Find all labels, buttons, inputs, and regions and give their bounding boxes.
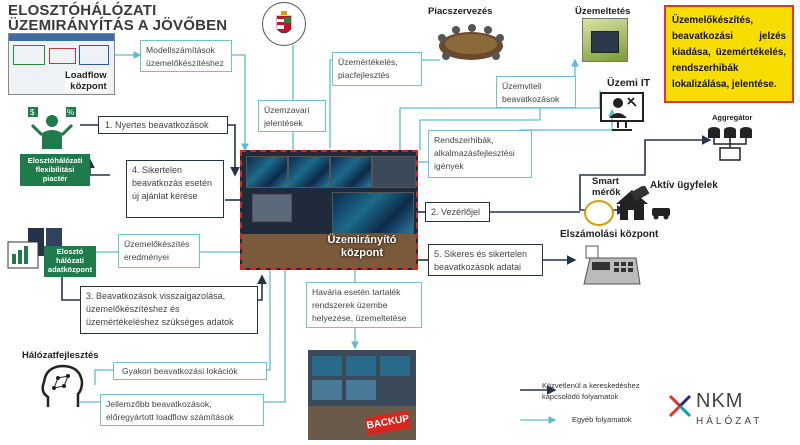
nkm-logo-icon: [668, 394, 692, 418]
operation-label: Üzemeltetés: [575, 6, 631, 17]
network-dev-label: Hálózatfejlesztés: [22, 350, 99, 361]
flex-market-icon: $ %: [18, 105, 88, 153]
svg-text:%: %: [67, 108, 74, 117]
box-fault-report: Üzemzavari jelentések: [258, 100, 326, 132]
aggregator-label: Aggregátor: [712, 113, 753, 122]
title-line1: ELOSZTÓHÁLÓZATI: [8, 2, 157, 19]
control-center: Üzemirányító központ: [240, 150, 418, 270]
cash-register-icon: [578, 244, 644, 288]
datacenter-image: [6, 228, 86, 278]
smart-meter-icon: [584, 200, 614, 226]
loadflow-screen-image: [8, 33, 115, 95]
house-solar-icon: [612, 184, 674, 222]
nkm-logo-top: NKM: [696, 390, 744, 412]
legend-dark: Közvetlenül a kereskedéshez kapcsolódó f…: [542, 381, 640, 401]
it-monitor-icon: [598, 90, 646, 134]
title-line2: ÜZEMIRÁNYÍTÁS A JÖVŐBEN: [8, 17, 228, 34]
box-success-data: 5. Sikeres és sikertelen beavatkozások a…: [428, 244, 543, 276]
uzemi-it-label: Üzemi IT: [607, 77, 651, 89]
market-label: Piacszervezés: [428, 6, 493, 17]
flex-market-label: Elosztóhálózati flexibilitási piactér: [20, 154, 90, 186]
aggregator-icon: [700, 120, 760, 166]
box-typical-actions: Jellemzőbb beavatkozások, előregyártott …: [100, 394, 264, 426]
datacenter-label: Elosztó hálózati adatközpont: [44, 246, 96, 277]
legend-light: Egyéb folyamatok: [572, 415, 632, 424]
box-havaria: Havária esetén tartalék rendszerek üzemb…: [306, 282, 422, 328]
billing-label: Elszámolási központ: [560, 229, 659, 240]
meeting-table-image: [432, 20, 510, 66]
box-control-signal: 2. Vezérlőjel: [425, 202, 490, 222]
government-crest: [262, 2, 306, 46]
loadflow-label: Loadflow központ: [65, 70, 107, 92]
backup-room-image: BACKUP: [308, 350, 416, 440]
box-prep-results: Üzemelőkészítés eredményei: [118, 234, 200, 268]
box-operating-actions: Üzemviteli beavatkozások: [496, 76, 576, 108]
box-system-faults: Rendszerhibák, alkalmazásfejlesztési igé…: [428, 130, 532, 178]
worker-tablet-image: [582, 18, 628, 62]
box-model-calc: Modellszámítások üzemelőkészítéshez: [140, 40, 232, 72]
box-failed-new-offer: 4. Sikertelen beavatkozás esetén új aján…: [126, 160, 224, 218]
crest-icon: [276, 11, 292, 34]
nkm-logo-bottom: HÁLÓZAT: [696, 416, 763, 427]
nkm-logo: NKM HÁLÓZAT: [666, 386, 786, 436]
box-winning-actions: 1. Nyertes beavatkozások: [98, 116, 228, 134]
svg-text:$: $: [30, 108, 35, 117]
page-title: ELOSZTÓHÁLÓZATI ÜZEMIRÁNYÍTÁS A JÖVŐBEN: [8, 3, 227, 33]
active-customers-label: Aktív ügyfelek: [650, 180, 718, 191]
highlight-note: Üzemelőkészítés, beavatkozási jelzés kia…: [664, 5, 794, 103]
control-center-label: Üzemirányító központ: [327, 234, 397, 259]
smart-meter-label: Smart mérők: [592, 176, 621, 198]
box-frequent-locations: Gyakori beavatkozási lokációk: [113, 362, 267, 380]
brain-head-icon: [38, 362, 88, 412]
box-verification: 3. Beavatkozások visszaigazolása, üzemel…: [80, 286, 258, 334]
box-evaluation: Üzemértékelés, piacfejlesztés: [332, 52, 422, 86]
